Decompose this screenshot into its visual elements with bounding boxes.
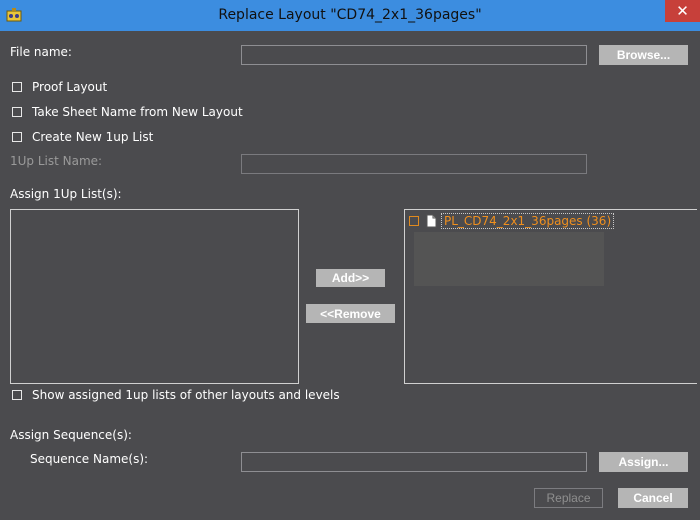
- add-button[interactable]: Add>>: [316, 269, 385, 287]
- dialog-content: File name: Browse... Proof Layout Take S…: [3, 31, 700, 520]
- create-1up-list-checkbox[interactable]: [12, 132, 22, 142]
- proof-layout-label: Proof Layout: [32, 80, 108, 94]
- assigned-item-label: PL_CD74_2x1_36pages (36): [441, 213, 615, 229]
- document-icon: [426, 214, 437, 228]
- replace-button[interactable]: Replace: [534, 488, 603, 508]
- 1up-list-name-label: 1Up List Name:: [10, 154, 103, 168]
- sequence-names-input[interactable]: [241, 452, 587, 472]
- 1up-list-name-input[interactable]: [241, 154, 587, 174]
- assigned-lists-box[interactable]: PL_CD74_2x1_36pages (36): [404, 209, 697, 384]
- take-sheet-name-checkbox-row[interactable]: Take Sheet Name from New Layout: [12, 105, 243, 119]
- available-lists-box[interactable]: [10, 209, 299, 384]
- assigned-item-checkbox[interactable]: [409, 216, 419, 226]
- assign-1up-lists-label: Assign 1Up List(s):: [10, 187, 122, 201]
- file-name-label: File name:: [10, 45, 72, 59]
- close-button[interactable]: ✕: [665, 0, 700, 22]
- assign-button[interactable]: Assign...: [599, 452, 688, 472]
- title-bar: Replace Layout "CD74_2x1_36pages" ✕: [0, 0, 700, 31]
- show-other-lists-label: Show assigned 1up lists of other layouts…: [32, 388, 340, 402]
- remove-button[interactable]: <<Remove: [306, 304, 395, 323]
- show-other-lists-checkbox[interactable]: [12, 390, 22, 400]
- gear-app-icon: [6, 8, 22, 22]
- proof-layout-checkbox[interactable]: [12, 82, 22, 92]
- cancel-button[interactable]: Cancel: [618, 488, 688, 508]
- browse-button[interactable]: Browse...: [599, 45, 688, 65]
- create-1up-list-checkbox-row[interactable]: Create New 1up List: [12, 130, 153, 144]
- assigned-list-item[interactable]: PL_CD74_2x1_36pages (36): [409, 213, 615, 229]
- assign-sequences-label: Assign Sequence(s):: [10, 428, 132, 442]
- take-sheet-name-label: Take Sheet Name from New Layout: [32, 105, 243, 119]
- take-sheet-name-checkbox[interactable]: [12, 107, 22, 117]
- proof-layout-checkbox-row[interactable]: Proof Layout: [12, 80, 107, 94]
- show-other-lists-checkbox-row[interactable]: Show assigned 1up lists of other layouts…: [12, 388, 340, 402]
- tree-selection-background: [414, 232, 604, 286]
- close-icon: ✕: [676, 2, 689, 20]
- create-1up-list-label: Create New 1up List: [32, 130, 154, 144]
- window-title: Replace Layout "CD74_2x1_36pages": [218, 7, 482, 23]
- file-name-input[interactable]: [241, 45, 587, 65]
- sequence-names-label: Sequence Name(s):: [30, 452, 149, 466]
